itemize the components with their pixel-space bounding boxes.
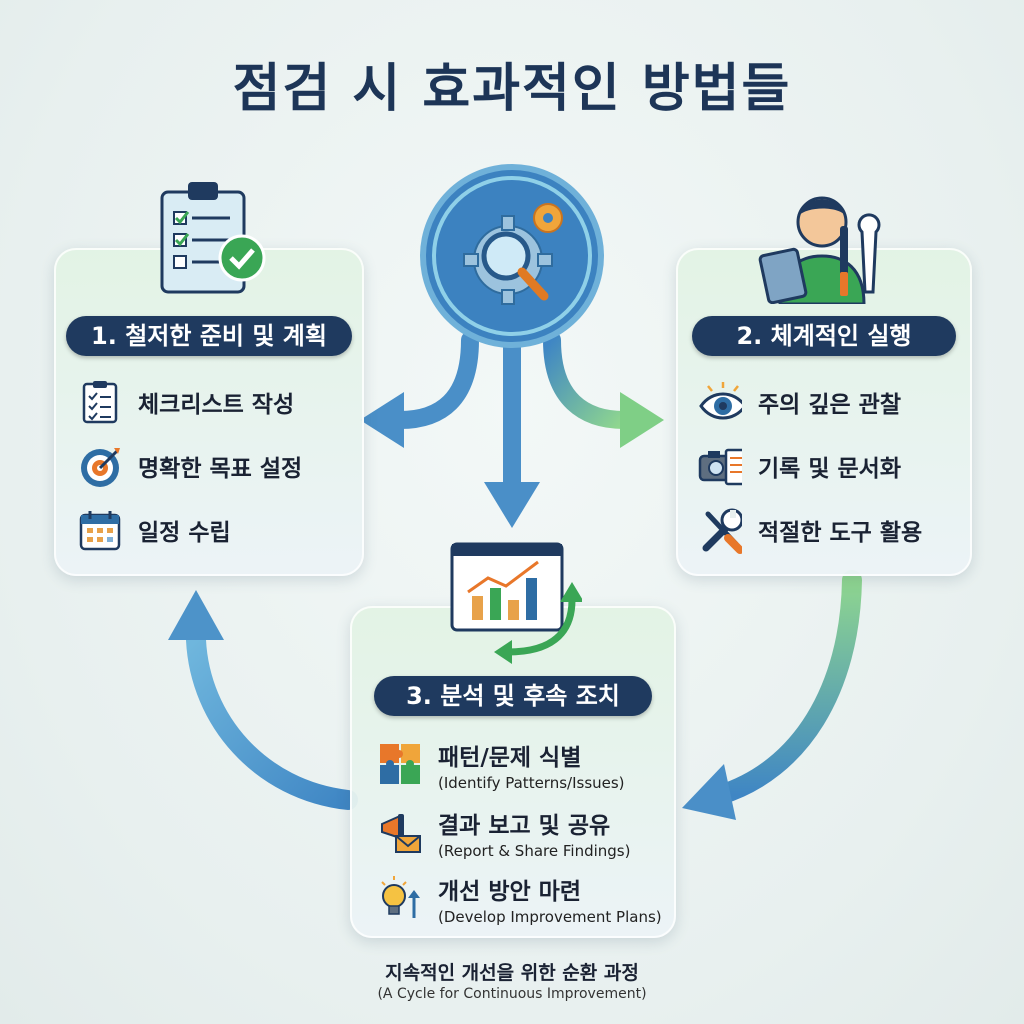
section1-item-checklist: 체크리스트 작성 — [78, 380, 294, 424]
section2-item-record: 기록 및 문서화 — [698, 444, 901, 488]
section3-heading: 3. 분석 및 후속 조치 — [374, 676, 652, 716]
tools-icon — [698, 508, 742, 554]
cycle-arrow-right — [710, 570, 862, 805]
inspection-hub-icon — [420, 164, 604, 348]
puzzle-icon — [378, 742, 422, 786]
footer-caption: 지속적인 개선을 위한 순환 과정 — [385, 962, 639, 984]
section3-item-label: 결과 보고 및 공유(Report & Share Findings) — [438, 813, 631, 860]
inspector-worker-icon — [758, 196, 881, 304]
target-icon — [78, 444, 122, 488]
section3-item-sub: (Develop Improvement Plans) — [438, 908, 662, 926]
footer-subcaption: (A Cycle for Continuous Improvement) — [377, 986, 647, 1002]
section2-item-observation: 주의 깊은 관찰 — [698, 380, 901, 424]
section2-item-tools: 적절한 도구 활용 — [698, 508, 923, 554]
hub-arrowhead-left — [360, 392, 404, 448]
section3-item-report: 결과 보고 및 공유(Report & Share Findings) — [378, 806, 630, 860]
lightbulb-icon — [378, 876, 422, 920]
section1-heading: 1. 철저한 준비 및 계획 — [66, 316, 352, 356]
cycle-arrow-left — [186, 630, 358, 810]
section1-item-label: 일정 수립 — [138, 520, 231, 546]
cycle-arrowhead-left — [168, 590, 224, 640]
calendar-icon — [78, 508, 122, 552]
section2-item-label: 적절한 도구 활용 — [758, 520, 923, 546]
section3-item-label: 패턴/문제 식별(Identify Patterns/Issues) — [438, 745, 625, 792]
page-title: 점검 시 효과적인 방법들 — [232, 59, 792, 119]
camera-document-icon — [698, 444, 742, 488]
section3-item-label: 개선 방안 마련(Develop Improvement Plans) — [438, 879, 662, 926]
section2-item-label: 기록 및 문서화 — [758, 456, 901, 482]
hub-arrow-right — [543, 331, 633, 429]
hub-arrow-left — [391, 331, 479, 429]
section3-item-sub: (Report & Share Findings) — [438, 842, 631, 860]
section1-item-goal: 명확한 목표 설정 — [78, 444, 302, 488]
hub-arrowhead-right — [620, 392, 664, 448]
clipboard-check-icon — [160, 182, 266, 294]
hub-arrowhead-down — [484, 482, 540, 528]
section3-item-improve: 개선 방안 마련(Develop Improvement Plans) — [378, 872, 662, 926]
section3-item-sub: (Identify Patterns/Issues) — [438, 774, 625, 792]
section1-item-schedule: 일정 수립 — [78, 508, 231, 552]
section2-heading: 2. 체계적인 실행 — [692, 316, 956, 356]
section1-item-label: 체크리스트 작성 — [138, 392, 295, 418]
section1-item-label: 명확한 목표 설정 — [138, 456, 303, 482]
megaphone-icon — [378, 810, 422, 854]
section2-item-label: 주의 깊은 관찰 — [758, 392, 901, 418]
cycle-arrowhead-right — [682, 764, 736, 820]
section3-item-identify: 패턴/문제 식별(Identify Patterns/Issues) — [378, 738, 625, 792]
checklist-icon — [78, 380, 122, 424]
eye-icon — [698, 380, 742, 424]
analysis-chart-icon — [450, 542, 582, 664]
